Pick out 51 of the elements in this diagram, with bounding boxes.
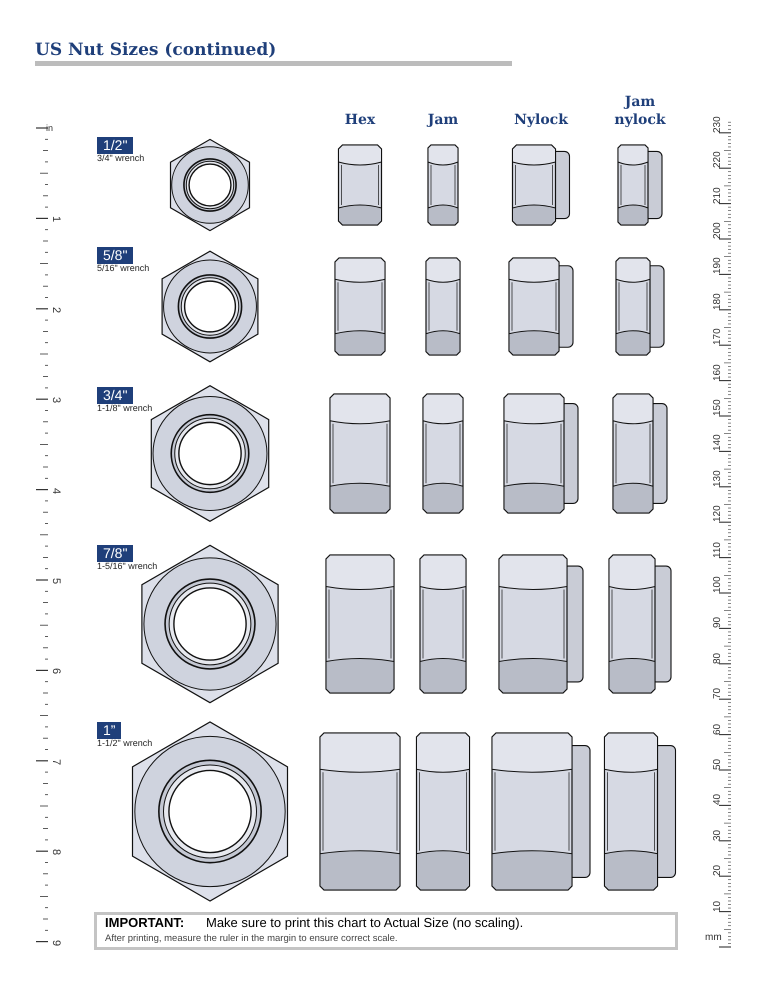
ruler-number: 2 <box>50 306 62 313</box>
size-label: 1/2" <box>97 137 134 154</box>
wrench-size-text: 1-1/2" wrench <box>97 738 152 748</box>
page-title: US Nut Sizes (continued) <box>35 40 276 60</box>
ruler-number: 20 <box>712 865 723 876</box>
ruler-number: 190 <box>712 258 723 274</box>
size-label: 1” <box>97 722 122 739</box>
size-label: 7/8" <box>97 545 134 562</box>
ruler-number: 120 <box>712 506 723 522</box>
ruler-number: 150 <box>712 399 723 416</box>
ruler-number: 6 <box>50 668 62 675</box>
ruler-number: 30 <box>712 830 723 841</box>
size-label: 3/4" <box>97 387 134 404</box>
ruler-number: 3 <box>50 397 62 404</box>
ruler-number: 110 <box>712 542 723 558</box>
ruler-number: 80 <box>712 652 723 664</box>
ruler-number: 230 <box>712 116 723 133</box>
column-heading: Jam nylock <box>613 93 667 129</box>
wrench-size-text: 1-1/8" wrench <box>97 403 152 413</box>
ruler-number: 8 <box>50 849 62 856</box>
column-heading: Hex <box>344 111 376 129</box>
wrench-size-text: 1-5/16" wrench <box>97 561 158 571</box>
column-heading: Nylock <box>513 111 570 129</box>
ruler-number: 140 <box>712 434 723 452</box>
ruler-number: 1 <box>50 216 62 223</box>
ruler-number: 10 <box>712 900 723 912</box>
wrench-size-text: 3/4" wrench <box>97 153 144 163</box>
ruler-number: 220 <box>712 152 723 168</box>
notice-heading: IMPORTANT: <box>105 915 184 930</box>
ruler-number: 90 <box>712 617 723 628</box>
ruler-number: 50 <box>712 758 723 770</box>
ruler-number: 200 <box>712 222 723 239</box>
ruler-number: 170 <box>712 328 723 346</box>
ruler-unit-label: mm <box>705 932 722 943</box>
ruler-number: 60 <box>712 723 723 735</box>
ruler-number: 100 <box>712 576 723 593</box>
column-heading: Jam <box>426 111 460 129</box>
notice-text: Make sure to print this chart to Actual Size (no scaling). <box>206 915 524 930</box>
ruler-number: 180 <box>712 293 723 310</box>
ruler-number: 4 <box>50 488 62 494</box>
wrench-size-text: 5/16" wrench <box>97 263 150 273</box>
ruler-number: 160 <box>712 364 723 381</box>
size-label: 5/8" <box>97 247 134 264</box>
ruler-number: 40 <box>712 794 723 806</box>
ruler-number: 70 <box>712 688 723 700</box>
notice-subtext: After printing, measure the ruler in the margin to ensure correct scale. <box>105 933 398 944</box>
ruler-number: 9 <box>50 940 62 946</box>
ruler-number: 7 <box>50 758 62 765</box>
ruler-number: 210 <box>712 186 723 204</box>
ruler-number: 5 <box>50 578 62 584</box>
ruler-number: 130 <box>712 470 723 487</box>
